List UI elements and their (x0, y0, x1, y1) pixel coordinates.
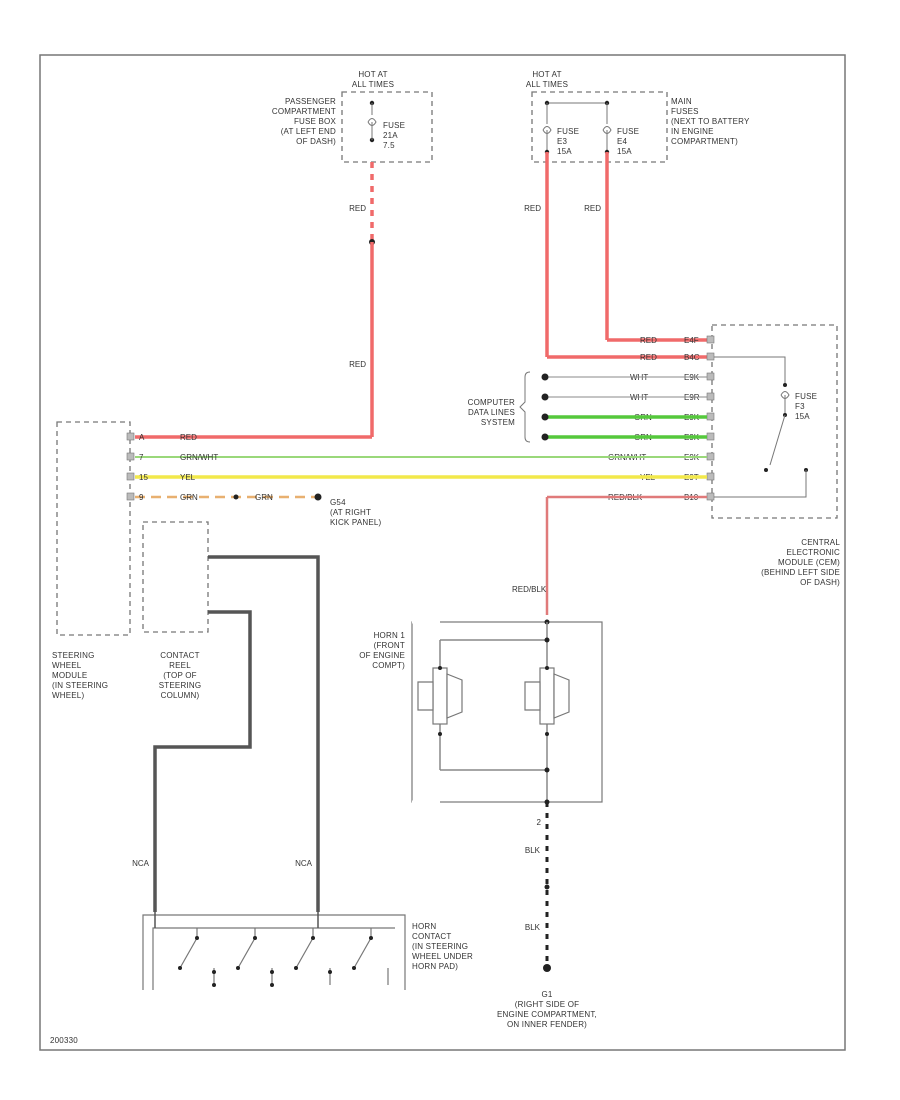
ground-wire-label: GRN (255, 493, 273, 502)
swm-pin-d: 9 (139, 493, 144, 502)
wire-red-3: RED (524, 204, 541, 213)
passenger-fuse-box-outline (341, 91, 433, 163)
horn-outline (411, 621, 603, 803)
contact-reel-outline (142, 521, 209, 633)
diagram-frame (39, 54, 846, 1051)
horn-pin-2: 2 (537, 818, 542, 827)
horn-outline-gap (412, 620, 440, 804)
cem-relay-pivot (764, 468, 768, 472)
swm-pin-a: A (139, 433, 145, 442)
ground-connector-dot (233, 494, 239, 500)
wire-red-1: RED (349, 204, 366, 213)
horn-speaker-right-icon (524, 666, 570, 736)
wire-red-2: RED (349, 360, 366, 369)
horn-speaker-left-icon (417, 666, 463, 736)
cem-p2-color: RED (640, 353, 657, 362)
horn-contact-inner (152, 927, 395, 990)
reel-wire-2 (153, 610, 252, 912)
wire-red-4: RED (584, 204, 601, 213)
cem-internal-feed (714, 356, 786, 385)
swm-pin-b: 7 (139, 453, 144, 462)
main-fuse-legs (546, 103, 608, 124)
cem-outline (711, 324, 838, 519)
swm-pin-b-color: GRN/WHT (180, 453, 218, 462)
horn-contact-frame (142, 914, 406, 990)
ground-g54 (314, 493, 322, 501)
diagram-id: 200330 (50, 1036, 78, 1045)
horn-contact-legs (154, 912, 319, 928)
data-line-arrow-4 (541, 433, 549, 441)
horn-contact-switches (179, 928, 389, 985)
cem-fuse-icon (780, 391, 790, 399)
swm-pin-c-color: YEL (180, 473, 196, 482)
ground-g1 (543, 964, 551, 972)
swm-outline (56, 421, 131, 636)
red-wires: RED RED RED RED (135, 152, 710, 439)
main-fuse-icons (542, 126, 612, 134)
nca-2: NCA (295, 859, 313, 868)
cem-p1-color: RED (640, 336, 657, 345)
data-line-arrow-1 (541, 373, 549, 381)
cem-p1-pin: E4F (684, 336, 699, 345)
wire-blk-1: BLK (525, 846, 541, 855)
swm-pin-d-color: GRN (180, 493, 198, 502)
cem-relay-switch (769, 414, 786, 466)
swm-pin-squares (126, 432, 135, 501)
nca-1: NCA (132, 859, 150, 868)
swm-pin-c: 15 (139, 473, 148, 482)
reel-wire-1 (208, 555, 320, 912)
cem-fuse-top (783, 383, 787, 387)
blk-connector (544, 884, 550, 890)
swm-pin-a-color: RED (180, 433, 197, 442)
red-blk-label: RED/BLK (512, 585, 547, 594)
cem-pin-squares (706, 335, 715, 501)
cem-relay-output (714, 470, 807, 498)
fuse-icon (367, 103, 377, 126)
horn-node-2 (544, 767, 550, 773)
main-fuse-box-outline (531, 91, 668, 163)
data-lines-brace (519, 371, 531, 443)
cem-p2-pin: B4C (684, 353, 700, 362)
wire-blk-2: BLK (525, 923, 541, 932)
horn-node-1 (544, 637, 550, 643)
data-line-arrow-2 (541, 393, 549, 401)
horn-contact-dots (178, 936, 373, 987)
data-line-arrow-3 (541, 413, 549, 421)
